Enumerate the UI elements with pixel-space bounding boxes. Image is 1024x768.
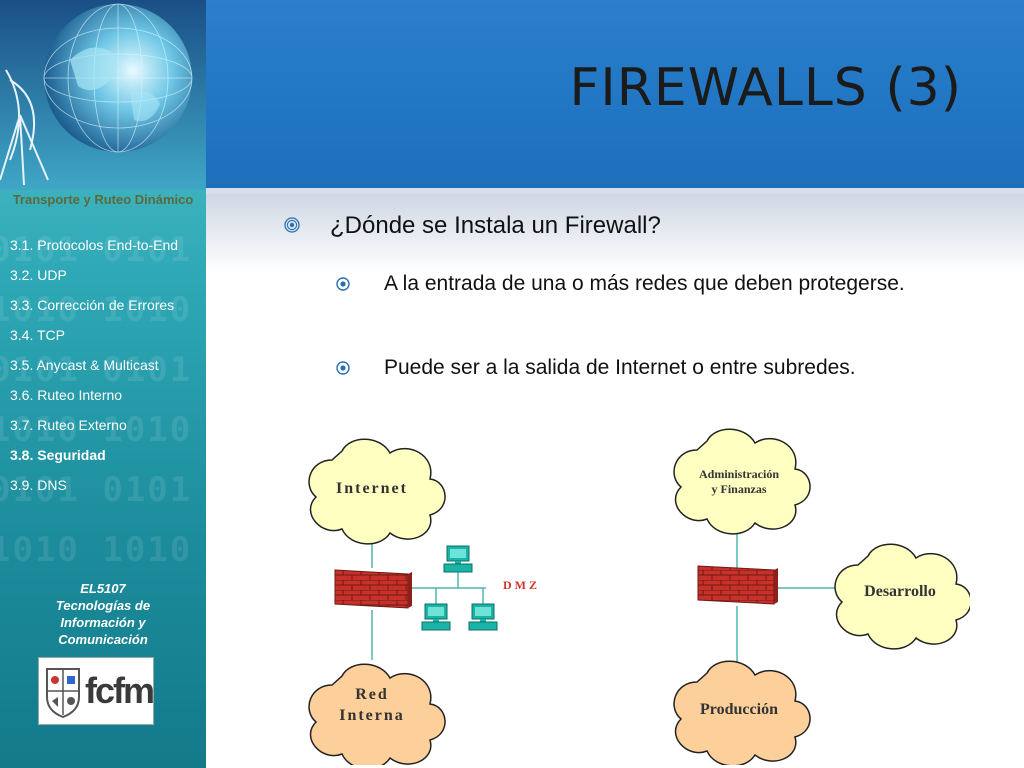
university-logo: fcfm — [38, 657, 155, 725]
subbullet-icon — [336, 277, 350, 291]
internet-cloud-label: Internet — [336, 480, 408, 497]
dmz-computer-icon — [443, 545, 473, 573]
sidebar-item-tcp[interactable]: 3.4. TCP — [10, 327, 65, 343]
sub-bullet: Puede ser a la salida de Internet o entr… — [384, 356, 856, 379]
binary-texture: 0101 0101 — [0, 470, 193, 510]
slide-header — [206, 0, 1024, 188]
administracion-label: y Finanzas — [711, 482, 766, 496]
sidebar-item-correccion[interactable]: 3.3. Corrección de Errores — [10, 297, 175, 313]
left-network: Internet DMZ Red Interna — [308, 438, 540, 765]
sidebar-item-protocolos[interactable]: 3.1. Protocolos End-to-End — [10, 237, 179, 253]
main-bullet: ¿Dónde se Instala un Firewall? — [330, 212, 661, 239]
header-fade — [206, 194, 1024, 274]
course-name-line: Tecnologías de — [55, 598, 151, 613]
sidebar-item-seguridad[interactable]: 3.8. Seguridad — [10, 447, 106, 463]
dmz-computer-icon — [468, 603, 498, 631]
bullet-icon — [284, 217, 300, 233]
firewall-icon — [697, 565, 775, 605]
header-divider — [206, 188, 1024, 194]
course-name-line: Información y — [60, 615, 146, 630]
sidebar-item-dns[interactable]: 3.9. DNS — [10, 477, 67, 493]
red-interna-label: Red — [355, 686, 389, 703]
sidebar-item-ruteo-externo[interactable]: 3.7. Ruteo Externo — [10, 417, 127, 433]
course-code: EL5107 — [80, 581, 126, 596]
globe-satellite-image — [0, 0, 206, 190]
course-name-line: Comunicación — [58, 632, 148, 647]
right-network: Administración y Finanzas Desarrollo Pro… — [673, 428, 970, 765]
firewall-icon — [334, 569, 409, 609]
university-seal-icon — [46, 668, 80, 719]
dmz-computer-icon — [421, 603, 451, 631]
red-interna-label: Interna — [339, 707, 405, 724]
binary-texture: 0101 0101 — [0, 230, 193, 270]
dmz-label: DMZ — [503, 578, 540, 592]
sub-bullet: A la entrada de una o más redes que debe… — [384, 272, 905, 295]
binary-texture: 1010 1010 — [0, 410, 193, 450]
sidebar-item-ruteo-interno[interactable]: 3.6. Ruteo Interno — [10, 387, 123, 403]
course-info: EL5107 Tecnologías de Información y Comu… — [0, 580, 206, 648]
sidebar-item-udp[interactable]: 3.2. UDP — [10, 267, 67, 283]
sidebar-nav-list: 3.1. Protocolos End-to-End 3.2. UDP 3.3.… — [10, 234, 204, 504]
sidebar: 0101 0101 1010 1010 0101 0101 1010 1010 … — [0, 0, 206, 768]
slide-title: FIREWALLS (3) — [569, 58, 962, 118]
administracion-label: Administración — [699, 467, 779, 481]
binary-texture: 1010 1010 — [0, 530, 193, 570]
firewall-placement-diagram: Internet DMZ Red Interna Administración … — [308, 428, 970, 765]
binary-texture: 1010 1010 — [0, 290, 193, 330]
desarrollo-label: Desarrollo — [864, 583, 936, 600]
logo-wordmark: fcfm — [85, 670, 155, 711]
sidebar-section-title: Transporte y Ruteo Dinámico — [12, 192, 194, 207]
sidebar-item-anycast[interactable]: 3.5. Anycast & Multicast — [10, 357, 159, 373]
subbullet-icon — [336, 361, 350, 375]
produccion-label: Producción — [700, 701, 778, 718]
binary-texture: 0101 0101 — [0, 350, 193, 390]
